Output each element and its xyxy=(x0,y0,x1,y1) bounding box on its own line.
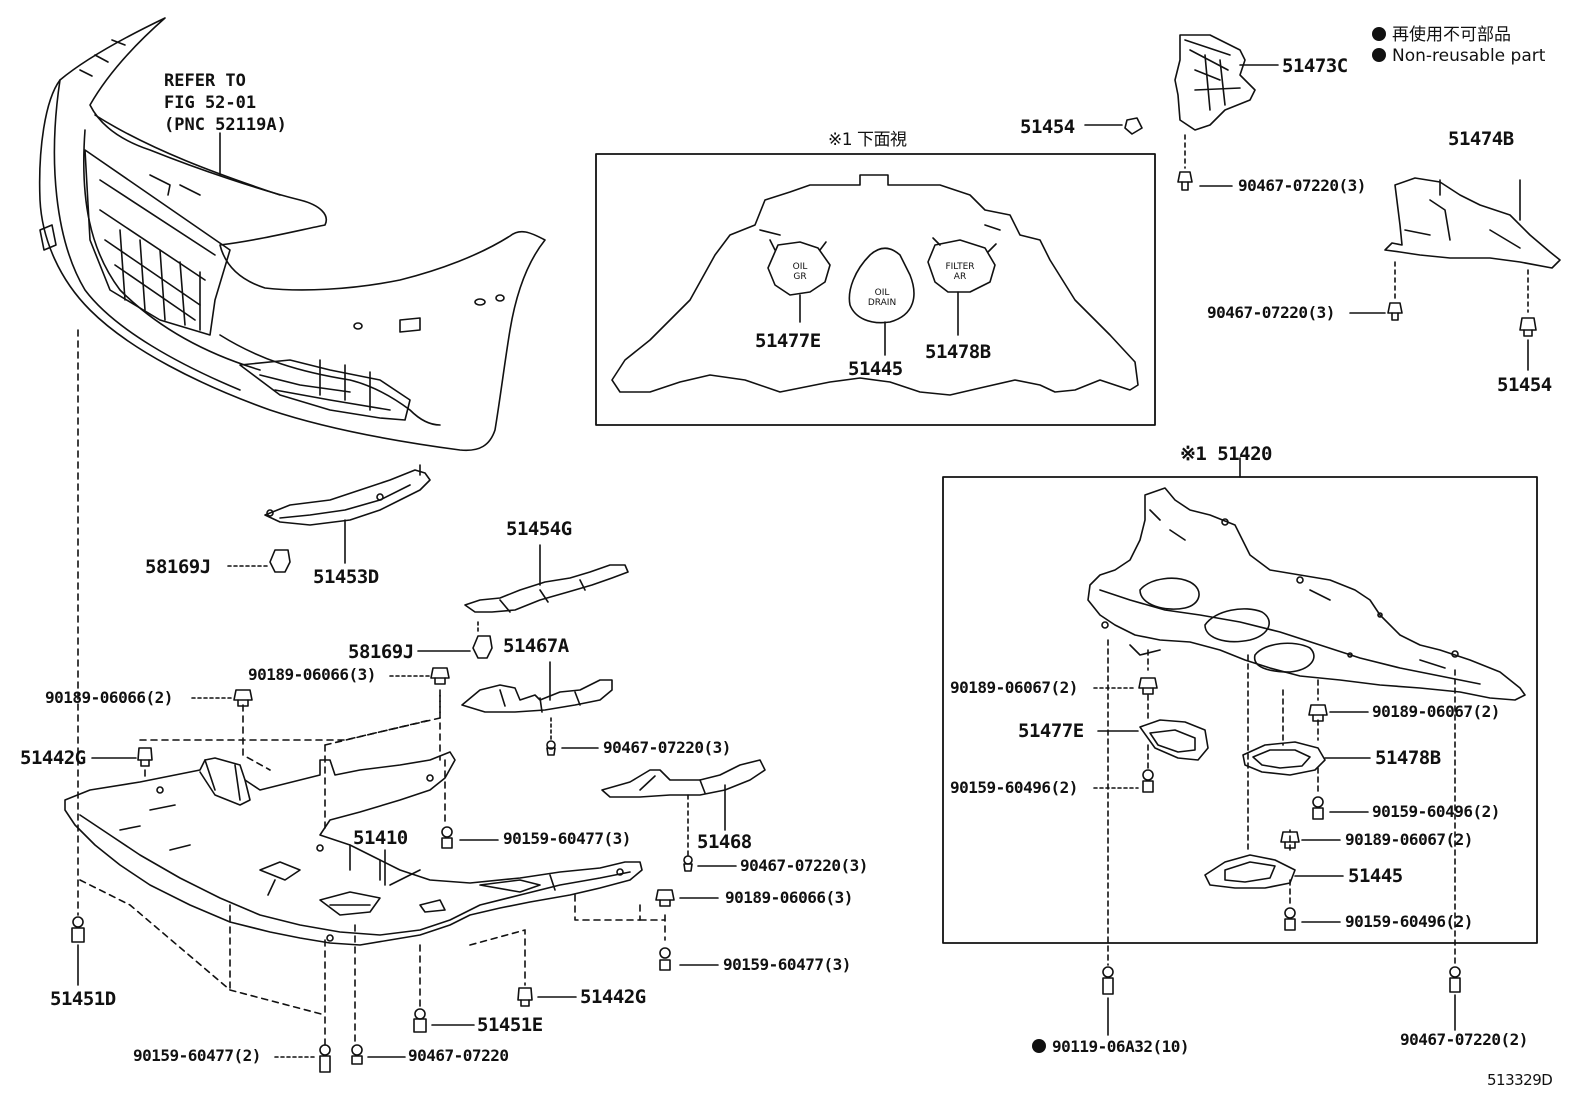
label-90467-07220-51468[interactable]: 90467-07220(3) xyxy=(740,856,868,875)
dashed-assembly-lines-left xyxy=(77,329,666,1046)
bullet-icon xyxy=(1372,48,1386,62)
label-90159-60477-3a[interactable]: 90159-60477(3) xyxy=(503,829,631,848)
label-90189-06067-right2[interactable]: 90189-06067(2) xyxy=(1345,830,1473,849)
label-51454-top[interactable]: 51454 xyxy=(1020,116,1075,138)
label-90467-07220-bottom[interactable]: 90467-07220 xyxy=(408,1046,509,1065)
undercover-51410 xyxy=(64,751,643,946)
label-51453D[interactable]: 51453D xyxy=(313,566,379,588)
label-90159-60496-right2[interactable]: 90159-60496(2) xyxy=(1345,912,1473,931)
label-51442G-left[interactable]: 51442G xyxy=(20,747,86,769)
label-51445-detail[interactable]: 51445 xyxy=(848,358,903,380)
label-90159-60477-2[interactable]: 90159-60477(2) xyxy=(133,1046,261,1065)
front-bumper-outline xyxy=(38,17,546,452)
label-90159-60496-left[interactable]: 90159-60496(2) xyxy=(950,778,1078,797)
label-51478B-detail[interactable]: 51478B xyxy=(925,341,991,363)
cover-51473C xyxy=(1084,34,1279,191)
label-51442G-right[interactable]: 51442G xyxy=(580,986,646,1008)
label-51445[interactable]: 51445 xyxy=(1348,865,1403,887)
bracket-51453D xyxy=(227,464,431,573)
label-90189-06066-3a[interactable]: 90189-06066(3) xyxy=(248,665,376,684)
detail-box-title: ※1 下面視 xyxy=(828,130,907,150)
assembly-box-51420 xyxy=(942,457,1538,1036)
bracket-51468 xyxy=(601,759,766,872)
label-51467A[interactable]: 51467A xyxy=(503,635,569,657)
label-90159-60477-3b[interactable]: 90159-60477(3) xyxy=(723,955,851,974)
label-51478B[interactable]: 51478B xyxy=(1375,747,1441,769)
label-90467-07220-mid[interactable]: 90467-07220(3) xyxy=(1207,303,1335,322)
label-90159-60496-right1[interactable]: 90159-60496(2) xyxy=(1372,802,1500,821)
refer-line3: (PNC 52119A) xyxy=(164,115,287,135)
assembly-box-title[interactable]: ※1 51420 xyxy=(1180,443,1273,465)
legend-english: Non-reusable part xyxy=(1372,46,1545,66)
refer-line1: REFER TO xyxy=(164,71,246,91)
label-51454G[interactable]: 51454G xyxy=(506,518,572,540)
label-51477E[interactable]: 51477E xyxy=(1018,720,1084,742)
label-90467-07220-bottom-right[interactable]: 90467-07220(2) xyxy=(1400,1030,1528,1049)
label-51451D[interactable]: 51451D xyxy=(50,988,116,1010)
legend-japanese: 再使用不可部品 xyxy=(1372,20,1511,45)
detail-box xyxy=(595,153,1156,426)
label-51454-right[interactable]: 51454 xyxy=(1497,374,1552,396)
bracket-51467A xyxy=(461,661,613,756)
label-90467-07220-top[interactable]: 90467-07220(3) xyxy=(1238,176,1366,195)
label-90467-07220-51467[interactable]: 90467-07220(3) xyxy=(603,738,731,757)
bracket-51454G xyxy=(417,544,629,659)
non-reusable-icon xyxy=(1032,1039,1046,1053)
legend-line2: Non-reusable part xyxy=(1392,46,1546,66)
cover-51474B xyxy=(1349,177,1561,371)
label-51473C[interactable]: 51473C xyxy=(1282,55,1348,77)
label-90189-06067-left[interactable]: 90189-06067(2) xyxy=(950,678,1078,697)
label-51410[interactable]: 51410 xyxy=(353,827,408,849)
label-58169J-a[interactable]: 58169J xyxy=(145,556,211,578)
refer-line2[interactable]: FIG 52-01 xyxy=(164,93,257,113)
legend-line1: 再使用不可部品 xyxy=(1392,25,1511,45)
fasteners-left xyxy=(71,667,719,1073)
label-51451E[interactable]: 51451E xyxy=(477,1014,543,1036)
label-51468[interactable]: 51468 xyxy=(697,831,752,853)
refer-note: REFER TO FIG 52-01 (PNC 52119A) xyxy=(164,70,287,136)
label-51474B[interactable]: 51474B xyxy=(1448,128,1514,150)
bullet-icon xyxy=(1372,27,1386,41)
label-58169J-b[interactable]: 58169J xyxy=(348,641,414,663)
label-51477E-detail[interactable]: 51477E xyxy=(755,330,821,352)
label-90189-06066-2[interactable]: 90189-06066(2) xyxy=(45,688,173,707)
label-90189-06066-3b[interactable]: 90189-06066(3) xyxy=(725,888,853,907)
label-90189-06067-right1[interactable]: 90189-06067(2) xyxy=(1372,702,1500,721)
diagram-id: 513329D xyxy=(1487,1071,1553,1089)
label-90119-06A32[interactable]: 90119-06A32(10) xyxy=(1032,1039,1190,1055)
